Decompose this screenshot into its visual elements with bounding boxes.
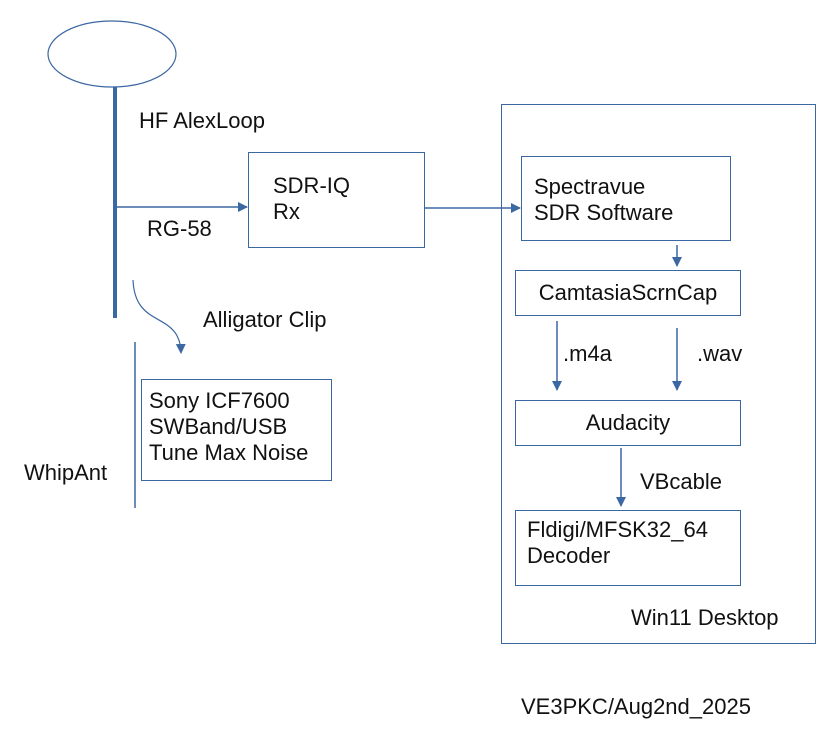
vbcable-label: VBcable [640, 469, 722, 494]
fldigi-label: Fldigi/MFSK32_64 [527, 517, 708, 542]
spectravue-label: Spectravue [534, 174, 646, 199]
hf-alexloop-label: HF AlexLoop [139, 108, 265, 133]
decoder-label: Decoder [527, 543, 611, 568]
win11-desktop-container [501, 104, 816, 644]
sony-band-label: SWBand/USB [149, 414, 288, 439]
win11-desktop-label: Win11 Desktop [631, 605, 779, 630]
whipant-label: WhipAnt [24, 460, 108, 485]
sdr-iq-label: SDR-IQ [273, 173, 350, 198]
m4a-label: .m4a [563, 341, 612, 366]
footer-credit: VE3PKC/Aug2nd_2025 [521, 694, 751, 719]
sony-tune-label: Tune Max Noise [149, 440, 309, 465]
sdr-iq-receiver-box: SDR-IQ Rx [248, 152, 425, 248]
alligator-clip-curve [132, 279, 186, 354]
alligator-clip-label: Alligator Clip [203, 307, 327, 332]
wav-label: .wav [697, 341, 743, 366]
audacity-label: Audacity [585, 410, 671, 435]
fldigi-box: Fldigi/MFSK32_64 Decoder [515, 510, 741, 586]
spectravue-box: Spectravue SDR Software [521, 156, 731, 241]
camtasia-box: CamtasiaScrnCap [515, 270, 741, 316]
loop-antenna-icon [47, 20, 177, 88]
rx-label: Rx [273, 199, 300, 224]
audacity-box: Audacity [515, 400, 741, 446]
rg58-label: RG-58 [147, 216, 212, 241]
sony-radio-box: Sony ICF7600 SWBand/USB Tune Max Noise [141, 379, 332, 481]
sdr-software-label: SDR Software [534, 200, 674, 225]
camtasia-label: CamtasiaScrnCap [538, 280, 718, 305]
sony-model-label: Sony ICF7600 [149, 388, 290, 413]
